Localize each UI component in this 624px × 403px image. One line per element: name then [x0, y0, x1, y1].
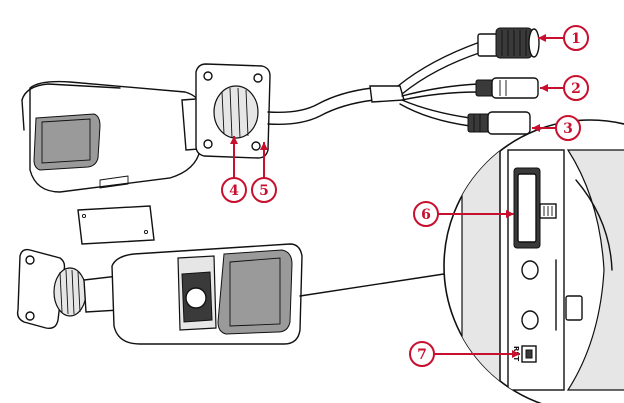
callout-3-label: 3	[563, 121, 573, 137]
callout-2: 2	[540, 75, 589, 101]
callout-4-label: 4	[229, 183, 239, 199]
callout-3: 3	[532, 115, 581, 141]
callout-7: 7	[409, 341, 520, 367]
callout-1-label: 1	[571, 31, 581, 47]
callout-5: 5	[251, 142, 277, 203]
camera-front-view	[21, 27, 540, 193]
network-connector	[477, 27, 540, 59]
callout-5-label: 5	[259, 183, 269, 199]
callout-1: 1	[538, 25, 589, 51]
camera-lens-window	[33, 113, 101, 171]
callout-6-label: 6	[421, 207, 431, 223]
power-connector	[475, 77, 539, 99]
callout-2-label: 2	[571, 81, 581, 97]
callout-4: 4	[221, 136, 247, 203]
access-cover	[77, 205, 155, 245]
callout-7-label: 7	[417, 347, 427, 363]
sd-card-slot	[513, 167, 557, 249]
camera-open-view	[16, 243, 303, 345]
zoomed-detail: RST	[443, 119, 624, 403]
callout-6: 6	[413, 201, 514, 227]
audio-connector	[467, 111, 531, 135]
